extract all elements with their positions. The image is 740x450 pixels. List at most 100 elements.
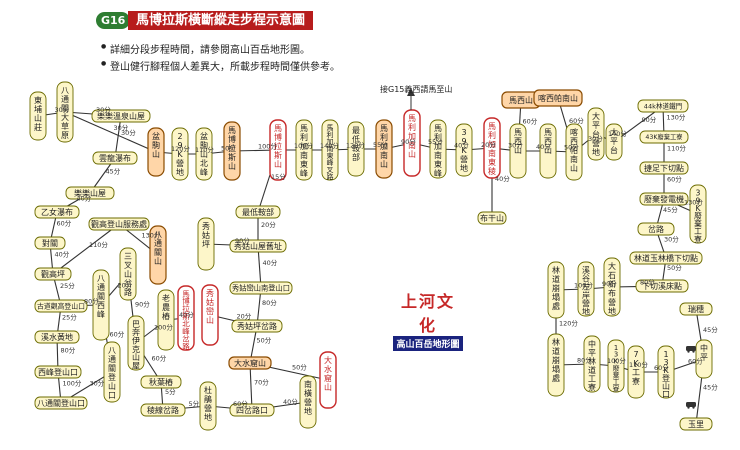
svg-text:峰: 峰 xyxy=(200,167,208,177)
node-yinu-fall: 乙女瀑布 xyxy=(34,205,80,219)
svg-text:台: 台 xyxy=(610,145,618,155)
svg-text:廢: 廢 xyxy=(613,363,620,372)
node-ruisui: 瑞穗 xyxy=(679,302,713,316)
svg-text:口: 口 xyxy=(108,391,116,400)
route-code-badge: G16 xyxy=(96,12,131,29)
svg-text:博: 博 xyxy=(182,296,190,306)
node-ta-ping: 大平台 xyxy=(605,123,623,161)
route-nodes: 東埔山莊八通關大草原樂樂溫泉山屋雲龍瀑布樂樂山屋乙女瀑布對關觀高坪觀高登山服務處… xyxy=(29,81,713,431)
time-label-71: 45分 xyxy=(703,325,718,334)
time-label-44: 55分 xyxy=(428,137,443,146)
svg-text:西: 西 xyxy=(97,301,105,310)
node-ma-xi-mtn: 馬西山 xyxy=(501,91,541,109)
time-label-43: 90分 xyxy=(401,137,416,146)
time-label-74: 30分 xyxy=(114,123,129,132)
svg-text:平: 平 xyxy=(592,121,600,130)
link-label: 接G15義西請馬至山 xyxy=(380,84,452,94)
svg-text:處: 處 xyxy=(552,301,560,311)
svg-text:秀姑山屋舊址: 秀姑山屋舊址 xyxy=(234,241,282,251)
svg-text:斯: 斯 xyxy=(228,152,236,162)
svg-text:南: 南 xyxy=(434,150,442,160)
time-label-49: 60分 xyxy=(523,117,538,126)
svg-text:斯: 斯 xyxy=(274,150,282,160)
svg-text:馬: 馬 xyxy=(514,128,522,137)
svg-text:窟: 窟 xyxy=(324,373,332,383)
svg-text:瑞穗: 瑞穗 xyxy=(688,304,704,314)
route-segment-3 xyxy=(114,115,122,159)
svg-text:平: 平 xyxy=(610,137,618,146)
time-label-35: 120分 xyxy=(171,144,190,153)
svg-text:工: 工 xyxy=(613,378,620,386)
svg-text:峰: 峰 xyxy=(327,158,334,167)
time-label-48: 30分 xyxy=(508,141,523,150)
route-segment-12 xyxy=(52,223,120,275)
svg-text:營: 營 xyxy=(204,403,212,413)
svg-text:峰: 峰 xyxy=(182,326,190,336)
svg-text:地: 地 xyxy=(176,167,184,177)
svg-text:路: 路 xyxy=(182,341,190,351)
svg-text:樂樂山屋: 樂樂山屋 xyxy=(74,188,106,198)
svg-text:拉: 拉 xyxy=(274,141,282,151)
svg-text:關: 關 xyxy=(108,364,116,373)
svg-text:山: 山 xyxy=(154,256,162,266)
svg-text:棄: 棄 xyxy=(694,218,702,228)
node-wild-plant: 廢棄發電機 xyxy=(639,192,689,206)
svg-text:山: 山 xyxy=(132,352,140,362)
svg-text:大: 大 xyxy=(608,261,616,271)
node-guganshan-road: 古道觀高登山口 xyxy=(34,299,88,313)
time-label-47: 40分 xyxy=(495,174,510,183)
svg-text:下切溪床點: 下切溪床點 xyxy=(642,281,682,291)
svg-text:南: 南 xyxy=(327,144,334,153)
note-1: 詳細分段步程時間，請參閱高山百岳地形圖。 xyxy=(101,41,310,56)
time-label-20: 5分 xyxy=(165,387,176,396)
svg-text:K: K xyxy=(177,150,183,159)
time-label-17: 20分 xyxy=(118,281,133,290)
svg-text:山: 山 xyxy=(228,161,236,171)
svg-text:谷: 谷 xyxy=(582,274,590,283)
node-bu-gan-shan: 布干山 xyxy=(477,211,507,225)
time-label-7: 40分 xyxy=(55,250,70,259)
svg-text:秀: 秀 xyxy=(206,288,214,298)
svg-text:寮: 寮 xyxy=(588,382,596,392)
time-label-37: 50分 xyxy=(221,144,236,153)
svg-text:3: 3 xyxy=(696,189,701,198)
svg-text:雲龍瀑布: 雲龍瀑布 xyxy=(99,153,131,163)
svg-text:稜: 稜 xyxy=(488,167,496,176)
node-lele-shanwu: 樂樂山屋 xyxy=(65,186,115,200)
svg-text:喀: 喀 xyxy=(570,127,578,137)
time-label-3: 30分 xyxy=(121,128,136,137)
svg-text:四岔路口: 四岔路口 xyxy=(236,405,268,415)
svg-text:東: 東 xyxy=(488,157,496,167)
svg-text:三: 三 xyxy=(124,252,132,261)
svg-text:最: 最 xyxy=(352,126,360,135)
node-jumbao-hut: 盆駒山 xyxy=(147,127,165,177)
svg-text:林: 林 xyxy=(552,265,560,275)
svg-text:南: 南 xyxy=(300,150,308,160)
svg-text:秀: 秀 xyxy=(202,221,210,231)
svg-text:關: 關 xyxy=(154,248,162,257)
svg-text:峰: 峰 xyxy=(97,309,105,319)
svg-text:K: K xyxy=(633,359,639,368)
svg-text:布: 布 xyxy=(608,288,616,298)
svg-text:加: 加 xyxy=(327,137,334,146)
svg-text:原: 原 xyxy=(61,131,69,140)
svg-text:中: 中 xyxy=(588,339,596,349)
svg-text:塌: 塌 xyxy=(552,292,560,302)
time-label-11: 100分 xyxy=(63,379,82,388)
svg-text:馬: 馬 xyxy=(380,124,388,133)
svg-text:地: 地 xyxy=(460,163,468,173)
svg-text:伊: 伊 xyxy=(132,335,140,345)
svg-text:利: 利 xyxy=(434,132,442,142)
